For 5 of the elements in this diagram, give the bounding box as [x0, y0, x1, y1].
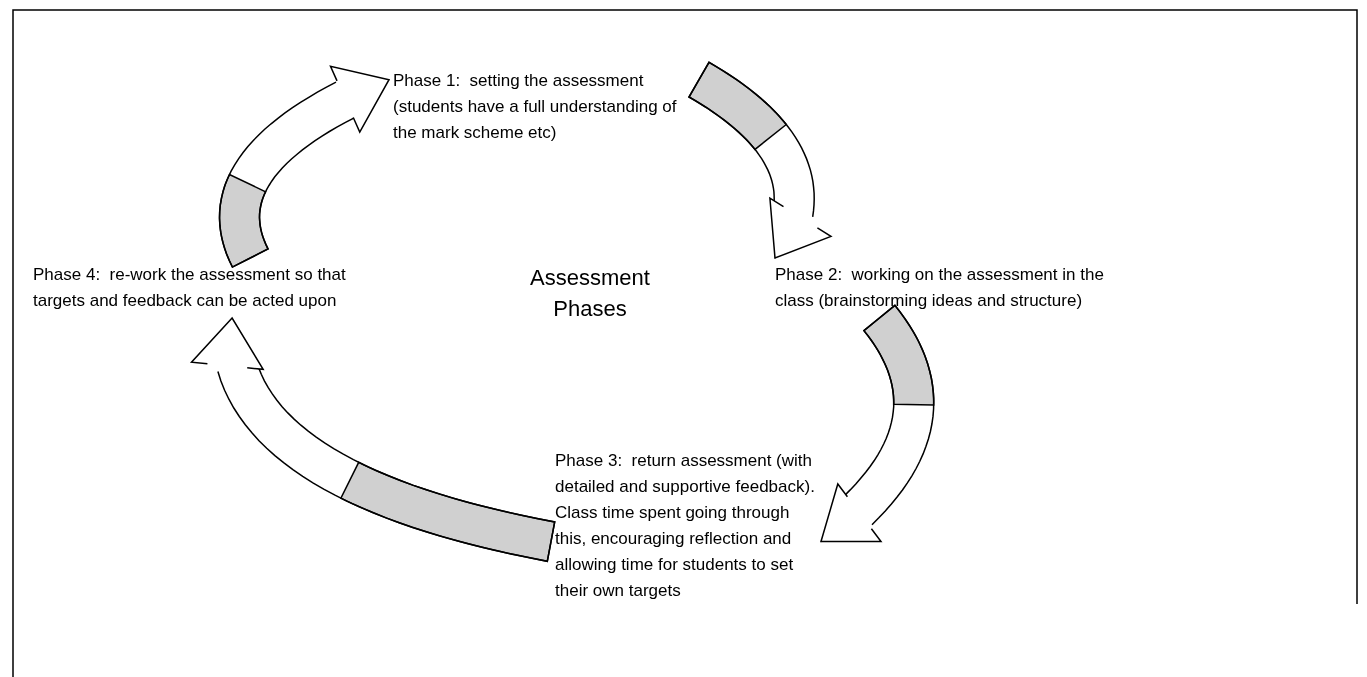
phase-text: Phase 4: re-work the assessment so that targets and feedback can be acted upon [33, 264, 347, 312]
phase-text: Phase 3: return assessment (with detailed and supportive feedback). Class time spent going through this, encouraging reflection and allowing time for students to set their own targets [555, 450, 816, 602]
phase-text: Phase 1: setting the assessment (students have a full understanding of the mark scheme etc) [393, 70, 678, 144]
center-label: Assessment Phases [529, 264, 651, 323]
phase-text: Phase 2: working on the assessment in the class (brainstorming ideas and structure) [775, 264, 1105, 312]
